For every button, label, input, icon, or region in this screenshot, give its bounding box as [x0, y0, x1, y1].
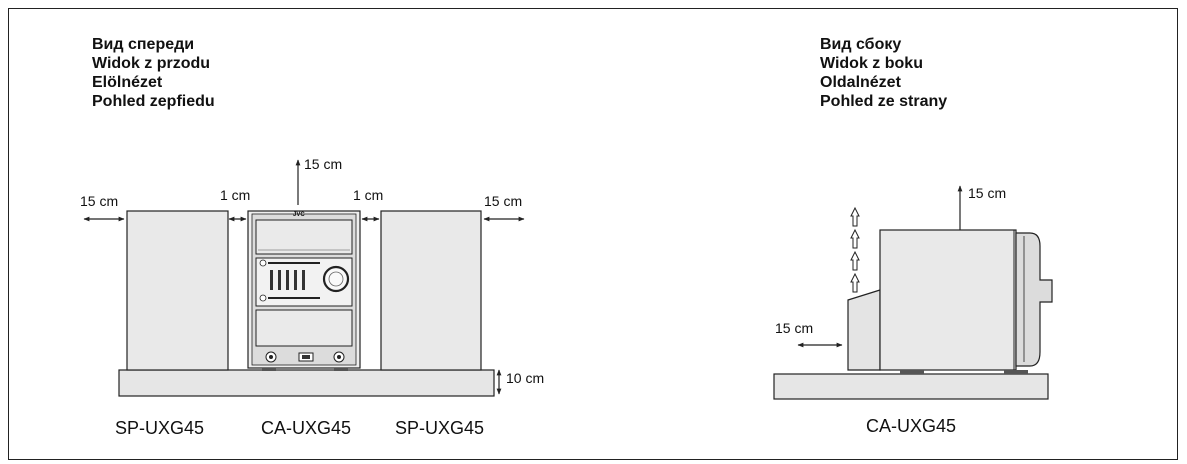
right-speaker-model: SP-UXG45 [395, 418, 485, 438]
main-unit-model: CA-UXG45 [261, 418, 352, 438]
side-view-heading: Вид сбоку Widok z boku Oldalnézet Pohled… [820, 35, 947, 111]
right-gap-clearance-label: 1 cm [353, 187, 384, 203]
front-view-title-cz: Pohled zepfiedu [92, 93, 215, 110]
unit-side-body [879, 229, 1017, 371]
side-view-drawing [773, 185, 1053, 400]
side-shelf [773, 373, 1049, 400]
left-speaker-model: SP-UXG45 [115, 418, 205, 438]
bottom-clearance-label: 10 cm [506, 370, 545, 386]
front-shelf [118, 369, 495, 397]
heat-flow-arrows [850, 206, 860, 293]
side-view-title-hu: Oldalnézet [820, 74, 901, 91]
front-view-drawing [83, 159, 525, 397]
right-speaker [380, 210, 482, 371]
side-view-title-pl: Widok z boku [820, 55, 923, 72]
figure-border [8, 8, 1178, 460]
front-view-title-hu: Elölnézet [92, 74, 163, 91]
side-unit-model: CA-UXG45 [866, 416, 957, 436]
front-top-clearance-label: 15 cm [304, 156, 343, 172]
front-view-title-pl: Widok z przodu [92, 55, 211, 72]
front-view-title-ru: Вид спереди [92, 36, 195, 53]
side-view-title-ru: Вид сбоку [820, 36, 902, 53]
front-view-heading: Вид спереди Widok z przodu Elölnézet Poh… [92, 35, 215, 111]
left-speaker [126, 210, 229, 371]
side-front-clearance-label: 15 cm [775, 320, 814, 336]
left-gap-clearance-label: 1 cm [220, 187, 251, 203]
main-unit-front [247, 210, 361, 371]
right-outer-clearance-label: 15 cm [484, 193, 523, 209]
side-top-clearance-label: 15 cm [968, 185, 1007, 201]
jvc-logo: JVC [293, 212, 305, 218]
side-view-title-cz: Pohled ze strany [820, 93, 948, 110]
left-outer-clearance-label: 15 cm [80, 193, 119, 209]
